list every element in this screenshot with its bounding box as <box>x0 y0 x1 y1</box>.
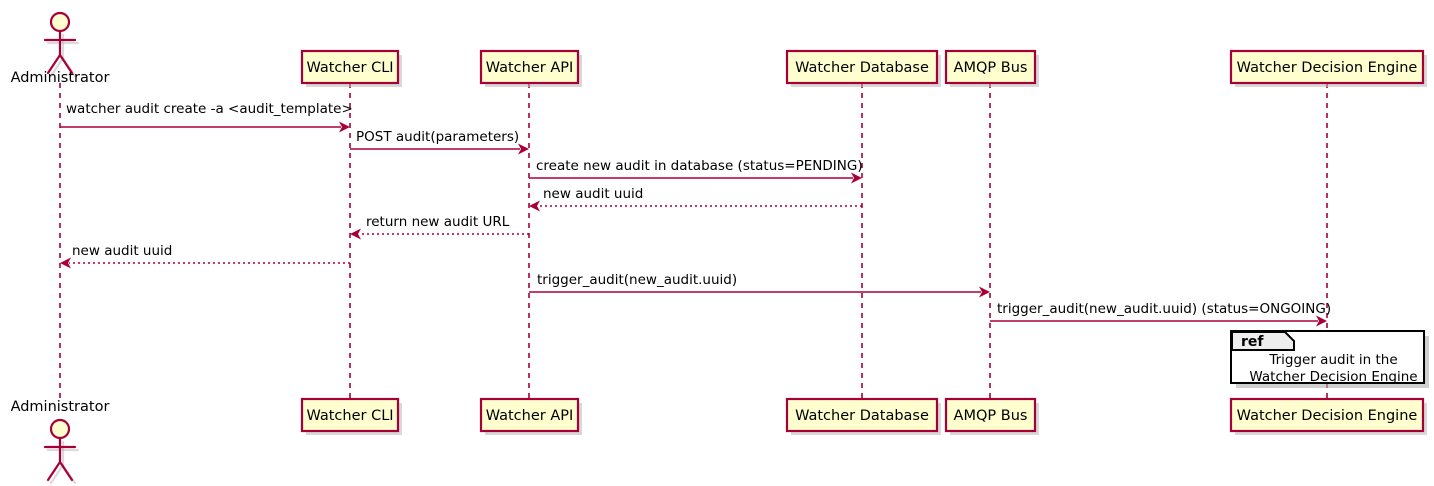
participant-amqp-bus-top[interactable]: AMQP Bus <box>944 49 1039 87</box>
participant-box <box>1229 397 1425 433</box>
message-msg-6: new audit uuid <box>60 243 350 269</box>
fragment-tab <box>1231 331 1295 351</box>
message-label: new audit uuid <box>72 243 172 259</box>
message-label: new audit uuid <box>543 186 643 202</box>
message-arrowhead <box>518 143 529 155</box>
message-label: trigger_audit(new_audit.uuid) <box>537 272 737 288</box>
participant-watcher-api-top[interactable]: Watcher API <box>479 49 582 87</box>
participant-watcher-decision-engine-top[interactable]: Watcher Decision Engine <box>1229 49 1427 87</box>
message-label: watcher audit create -a <audit_template> <box>66 101 353 117</box>
participant-amqp-bus-bottom[interactable]: AMQP Bus <box>944 397 1039 435</box>
message-arrowhead <box>979 286 990 298</box>
actor-head <box>49 418 71 440</box>
participant-label: Watcher Database <box>795 408 929 424</box>
message-msg-5: return new audit URL <box>350 214 529 240</box>
participant-watcher-cli-top[interactable]: Watcher CLI <box>300 49 402 87</box>
participant-box <box>479 397 580 433</box>
participant-label: Watcher Decision Engine <box>1237 408 1418 424</box>
message-arrowhead <box>339 121 350 133</box>
participant-box <box>785 397 939 433</box>
message-arrowhead <box>851 172 862 184</box>
fragment-text-line: Trigger audit in the <box>1268 352 1397 368</box>
participant-box <box>1229 49 1425 85</box>
participant-box <box>300 49 400 85</box>
participant-label: Watcher Database <box>795 60 929 76</box>
fragment-text-line: Watcher Decision Engine <box>1249 369 1417 385</box>
message-label: return new audit URL <box>366 214 510 230</box>
messages-group: watcher audit create -a <audit_template>… <box>60 101 1331 327</box>
participant-label: Watcher Decision Engine <box>1237 60 1418 76</box>
participant-label: Watcher API <box>486 408 574 424</box>
participant-watcher-cli-bottom[interactable]: Watcher CLI <box>300 397 402 435</box>
participant-label: Watcher CLI <box>306 60 393 76</box>
participant-box <box>300 397 400 433</box>
message-msg-2: POST audit(parameters) <box>350 129 529 155</box>
participant-box <box>944 397 1037 433</box>
actor-head <box>49 11 71 33</box>
participant-label: Watcher API <box>486 60 574 76</box>
lifelines-group <box>59 83 1328 398</box>
actor-administrator-top[interactable]: Administrator <box>11 11 110 86</box>
participant-box <box>944 49 1037 85</box>
message-msg-8: trigger_audit(new_audit.uuid) (status=ON… <box>990 301 1331 327</box>
message-label: POST audit(parameters) <box>356 129 519 145</box>
participant-watcher-decision-engine-bottom[interactable]: Watcher Decision Engine <box>1229 397 1427 435</box>
actor-leg-right <box>58 53 74 75</box>
message-msg-3: create new audit in database (status=PEN… <box>529 158 863 184</box>
message-arrowhead <box>1316 315 1327 327</box>
actor-label: Administrator <box>11 399 110 415</box>
fragment-tab-label: ref <box>1241 334 1264 350</box>
actor-leg-left <box>46 53 62 75</box>
message-arrowhead <box>529 200 540 212</box>
message-arrowhead <box>350 228 361 240</box>
actor-leg-left <box>46 460 62 482</box>
message-label: create new audit in database (status=PEN… <box>536 158 863 174</box>
message-label: trigger_audit(new_audit.uuid) (status=ON… <box>997 301 1331 317</box>
message-msg-1: watcher audit create -a <audit_template> <box>60 101 353 133</box>
participant-watcher-api-bottom[interactable]: Watcher API <box>479 397 582 435</box>
participant-box <box>785 49 939 85</box>
participant-label: AMQP Bus <box>954 408 1028 424</box>
participant-label: Watcher CLI <box>306 408 393 424</box>
message-msg-4: new audit uuid <box>529 186 862 212</box>
participant-box <box>479 49 580 85</box>
actor-label: Administrator <box>11 70 110 86</box>
message-msg-7: trigger_audit(new_audit.uuid) <box>529 272 990 298</box>
participant-label: AMQP Bus <box>954 60 1028 76</box>
participant-watcher-database-top[interactable]: Watcher Database <box>785 49 941 87</box>
participants-group: Watcher CLI Watcher CLI Watcher API Watcher… <box>300 49 1427 435</box>
message-arrowhead <box>60 257 71 269</box>
actor-administrator-bottom[interactable]: Administrator <box>11 399 110 485</box>
participant-watcher-database-bottom[interactable]: Watcher Database <box>785 397 941 435</box>
actor-leg-right <box>58 460 74 482</box>
